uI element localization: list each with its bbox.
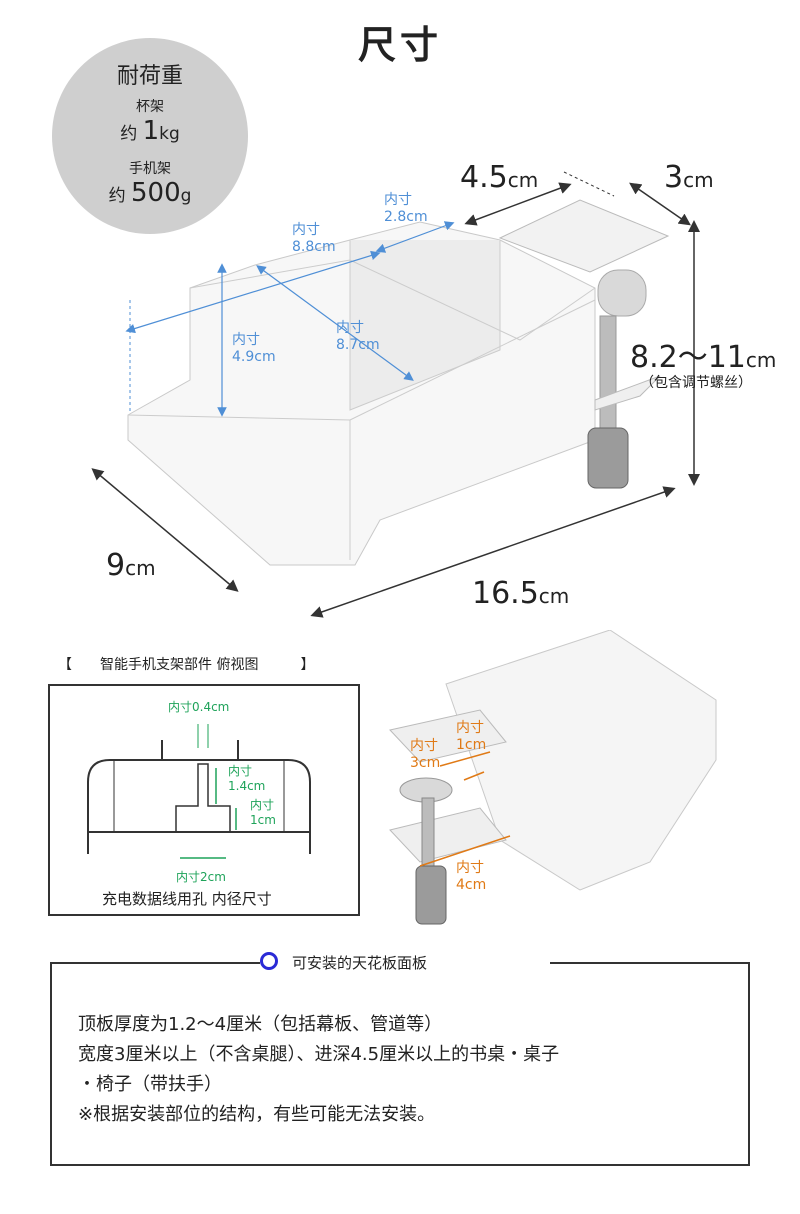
slot-width-2: 内寸2cm bbox=[176, 870, 226, 884]
install-line-1: 顶板厚度为1.2～4厘米（包括幕板、管道等） bbox=[78, 1014, 443, 1035]
load-capacity-badge: 耐荷重 杯架 约 1kg 手机架 约 500g bbox=[52, 38, 248, 234]
top-view-label: 【 智能手机支架部件 俯视图 】 bbox=[58, 657, 315, 673]
top-view-box bbox=[48, 684, 360, 916]
phone-holder-label: 手机架 bbox=[129, 161, 171, 177]
install-line-3: ・椅子（带扶手） bbox=[78, 1074, 222, 1095]
height-dimension: 8.2～11cm bbox=[630, 340, 777, 375]
cup-holder-label: 杯架 bbox=[136, 99, 164, 115]
top-view-caption: 充电数据线用孔 内径尺寸 bbox=[102, 890, 272, 908]
install-heading: 可安装的天花板面板 bbox=[260, 950, 550, 976]
slot-width-label: 内寸0.4cm bbox=[168, 700, 230, 714]
phone-holder-load: 约 500g bbox=[108, 178, 192, 208]
load-title: 耐荷重 bbox=[116, 64, 183, 89]
page-title: 尺寸 bbox=[357, 23, 442, 67]
install-line-4: ※根据安装部位的结构，有些可能无法安装。 bbox=[78, 1104, 436, 1125]
install-line-2: 宽度3厘米以上（不含桌腿）、进深4.5厘米以上的书桌・桌子 bbox=[78, 1044, 560, 1065]
clamp-illustration bbox=[389, 630, 717, 925]
width-dimension: 9cm bbox=[106, 548, 156, 583]
depth-dimension: 4.5cm bbox=[460, 160, 539, 195]
length-dimension: 16.5cm bbox=[472, 576, 570, 611]
circle-icon bbox=[260, 952, 278, 970]
product-illustration bbox=[91, 171, 700, 618]
height-note: （包含调节螺丝） bbox=[640, 375, 752, 391]
clamp-width-dimension: 3cm bbox=[664, 160, 714, 195]
top-view-diagram bbox=[87, 724, 311, 859]
install-text: 顶板厚度为1.2～4厘米（包括幕板、管道等） 宽度3厘米以上（不含桌腿）、进深4… bbox=[78, 1010, 738, 1130]
cup-holder-load: 约 1kg bbox=[120, 116, 180, 146]
